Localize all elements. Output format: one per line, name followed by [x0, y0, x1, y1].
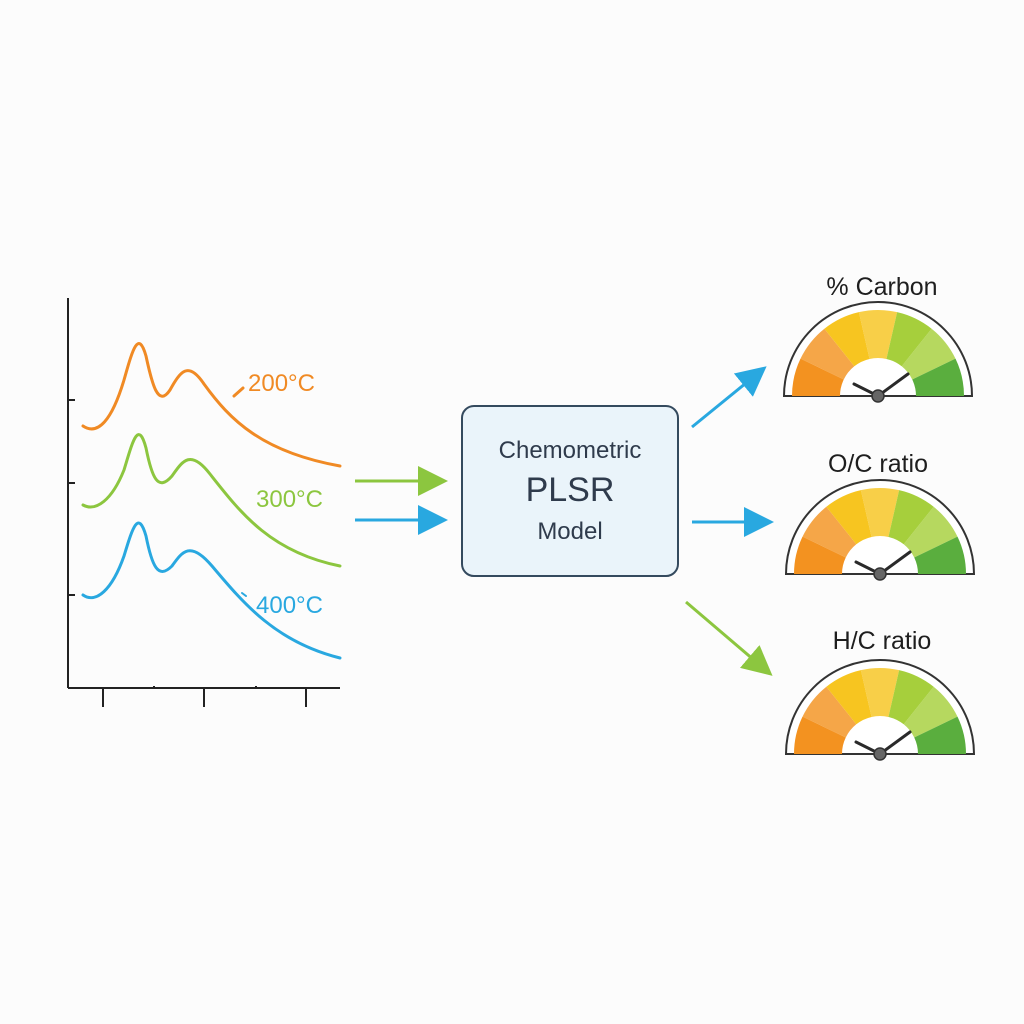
model-line-1: Chemometric — [499, 437, 642, 464]
gauge-segment — [802, 686, 857, 738]
gauge-segment — [888, 490, 934, 545]
gauge-hub — [873, 567, 887, 581]
gauge-segment — [903, 506, 958, 558]
gauge-hub — [873, 747, 887, 761]
gauge-title-oc: O/C ratio — [828, 450, 928, 478]
gauge-segment — [903, 686, 958, 738]
spectrum-label-400: 400°C — [256, 592, 323, 619]
gauge-hc-ratio: H/C ratio — [784, 627, 976, 761]
gauge-segment — [901, 328, 956, 380]
gauge-title-hc: H/C ratio — [833, 627, 932, 655]
gauge-segment — [794, 716, 846, 754]
gauge-segment — [826, 490, 872, 545]
model-line-2: PLSR — [526, 471, 615, 509]
gauge-segment — [912, 358, 964, 396]
gauge-icon — [782, 301, 974, 403]
gauge-segment — [914, 536, 966, 574]
spectra-plot: 200°C 300°C 400°C — [67, 298, 342, 707]
output-arrows — [685, 366, 774, 676]
gauge-segment — [794, 536, 846, 574]
gauge-oc-ratio: O/C ratio — [784, 450, 976, 581]
gauge-segment — [800, 328, 855, 380]
gauge-segment — [914, 716, 966, 754]
gauge-segment — [792, 358, 844, 396]
gauge-segment — [886, 312, 932, 367]
gauge-segment — [858, 310, 898, 359]
spectrum-label-300: 300°C — [256, 486, 323, 513]
gauge-icon — [784, 659, 976, 761]
plsr-model-box: Chemometric PLSR Model — [461, 405, 679, 577]
gauge-segment — [888, 670, 934, 725]
gauge-title-carbon: % Carbon — [826, 273, 937, 301]
gauge-carbon: % Carbon — [782, 273, 974, 403]
spectrum-curve-200 — [81, 342, 342, 468]
spectrum-curve-300 — [81, 433, 342, 568]
gauge-icon — [784, 479, 976, 581]
output-arrow-hc — [685, 600, 773, 676]
gauge-segment — [802, 506, 857, 558]
model-line-3: Model — [537, 518, 602, 545]
input-arrows — [355, 466, 448, 535]
gauge-segment — [826, 670, 872, 725]
gauge-segment — [860, 668, 900, 717]
gauge-segment — [860, 487, 900, 537]
output-arrow-carbon — [691, 366, 767, 429]
spectrum-label-200: 200°C — [248, 370, 315, 397]
model-box-outline — [461, 405, 679, 577]
label-leader-200 — [232, 386, 245, 398]
spectrum-curve-400 — [81, 521, 342, 660]
gauge-hub — [871, 389, 885, 403]
label-leader-400 — [241, 592, 247, 597]
gauge-segment — [824, 312, 870, 367]
